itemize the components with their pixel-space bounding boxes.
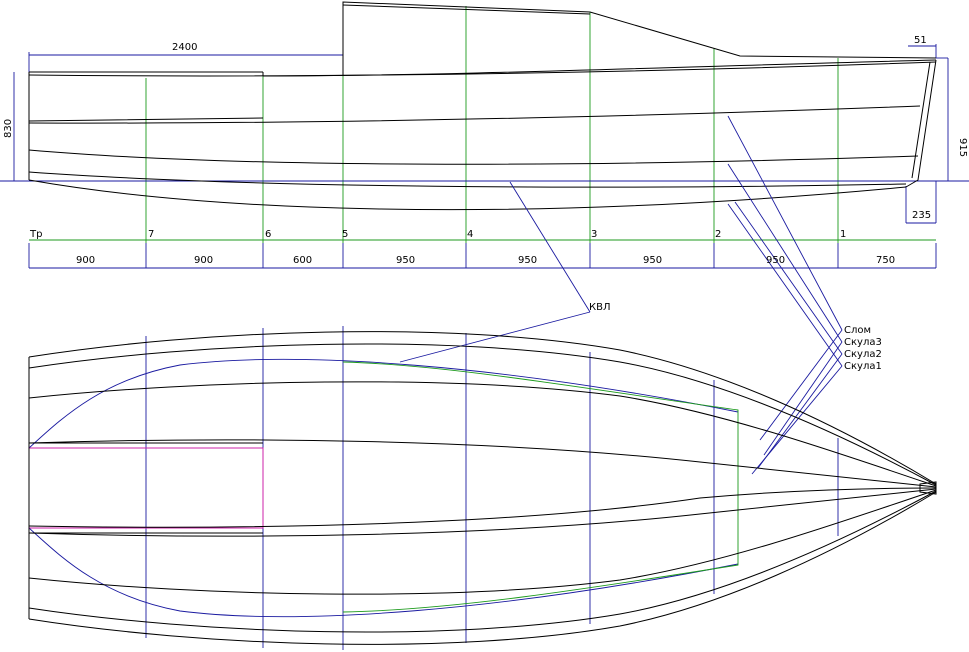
plan-hull-lines (28, 331, 937, 645)
plan-station-lines (145, 326, 839, 650)
station-label-2: 2 (715, 229, 721, 240)
spacing-label-4: 950 (518, 255, 537, 266)
chine-label-1: Скула3 (844, 337, 882, 348)
top-right-dim: 51 (914, 35, 927, 46)
bottom-right-dim: 235 (912, 210, 931, 221)
profile-station-lines (29, 5, 936, 243)
plan-view (28, 326, 937, 650)
plan-station-outline (342, 361, 739, 613)
profile-view: 2400 830 915 51 235 900 900 600 950 950 … (0, 1, 969, 475)
station-label-6: 6 (265, 229, 271, 240)
station-label-tr: Тр (29, 229, 42, 240)
chine-label-2: Скула2 (844, 349, 882, 360)
spacing-label-0: 900 (76, 255, 95, 266)
spacing-label-5: 950 (643, 255, 662, 266)
station-label-3: 3 (591, 229, 597, 240)
plan-waterline (28, 358, 739, 618)
spacing-label-2: 600 (293, 255, 312, 266)
spacing-label-1: 900 (194, 255, 213, 266)
height-left-dim: 830 (3, 119, 14, 138)
leader-lines (399, 115, 843, 475)
dimension-frame (13, 44, 949, 269)
waterline-label: КВЛ (589, 302, 610, 313)
spacing-label-6: 950 (766, 255, 785, 266)
station-label-5: 5 (342, 229, 348, 240)
spacing-label-3: 950 (396, 255, 415, 266)
spacing-label-7: 750 (876, 255, 895, 266)
profile-hull-lines (28, 1, 937, 211)
height-right-dim: 915 (957, 138, 968, 157)
station-label-7: 7 (148, 229, 154, 240)
station-label-1: 1 (840, 229, 846, 240)
chine-label-3: Скула1 (844, 361, 882, 372)
overall-length-dim: 2400 (172, 42, 197, 53)
chine-label-0: Слом (844, 325, 871, 336)
station-label-4: 4 (467, 229, 473, 240)
